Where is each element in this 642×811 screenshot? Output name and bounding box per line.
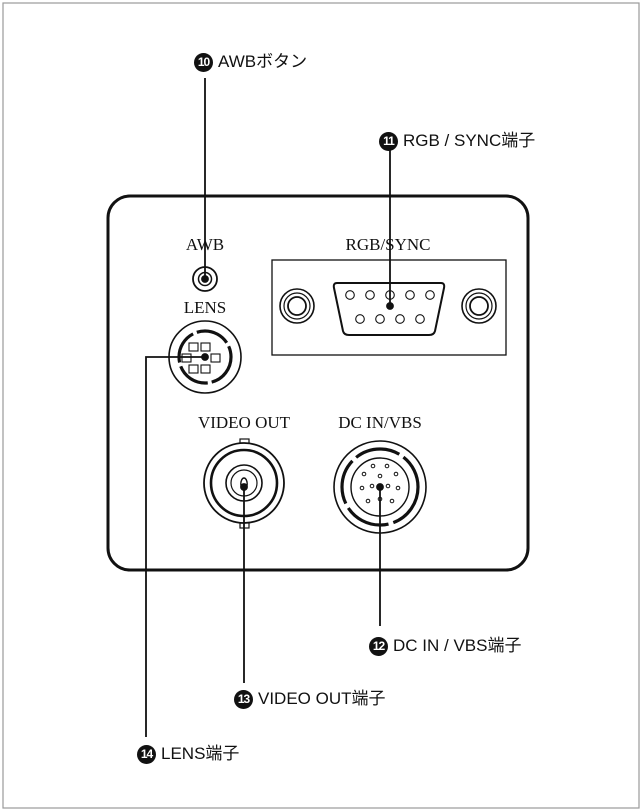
screw-right-icon bbox=[461, 288, 497, 324]
callout-video-out: 13 VIDEO OUT端子 bbox=[234, 689, 386, 709]
callout-text: VIDEO OUT端子 bbox=[258, 689, 386, 708]
lens-pins bbox=[181, 342, 221, 374]
video-out-connector[interactable] bbox=[203, 438, 285, 529]
label-rgb-sync: RGB/SYNC bbox=[345, 235, 430, 254]
callout-text: DC IN / VBS端子 bbox=[393, 636, 522, 655]
callout-number-badge: 12 bbox=[369, 636, 388, 656]
camera-rear-panel bbox=[106, 194, 530, 572]
label-video-out: VIDEO OUT bbox=[198, 413, 291, 432]
screw-left-icon bbox=[279, 288, 315, 324]
leader-lens bbox=[145, 356, 204, 737]
callout-rgb-sync: 11 RGB / SYNC端子 bbox=[379, 131, 535, 151]
callout-text: AWBボタン bbox=[218, 52, 308, 71]
callout-number-badge: 10 bbox=[194, 52, 213, 72]
callout-text: RGB / SYNC端子 bbox=[403, 131, 536, 150]
callout-number-badge: 11 bbox=[379, 131, 398, 151]
callout-number-badge: 14 bbox=[137, 744, 156, 764]
label-lens: LENS bbox=[184, 298, 227, 317]
callout-lens: 14 LENS端子 bbox=[137, 744, 239, 764]
rgb-sync-connector[interactable] bbox=[271, 259, 507, 356]
callout-text: LENS端子 bbox=[161, 744, 240, 763]
leader-lines bbox=[145, 78, 394, 737]
callout-awb-button: 10 AWBボタン bbox=[194, 52, 307, 72]
label-dc-in: DC IN/VBS bbox=[338, 413, 422, 432]
callout-number-badge: 13 bbox=[234, 689, 253, 709]
callout-dc-in: 12 DC IN / VBS端子 bbox=[369, 636, 521, 656]
